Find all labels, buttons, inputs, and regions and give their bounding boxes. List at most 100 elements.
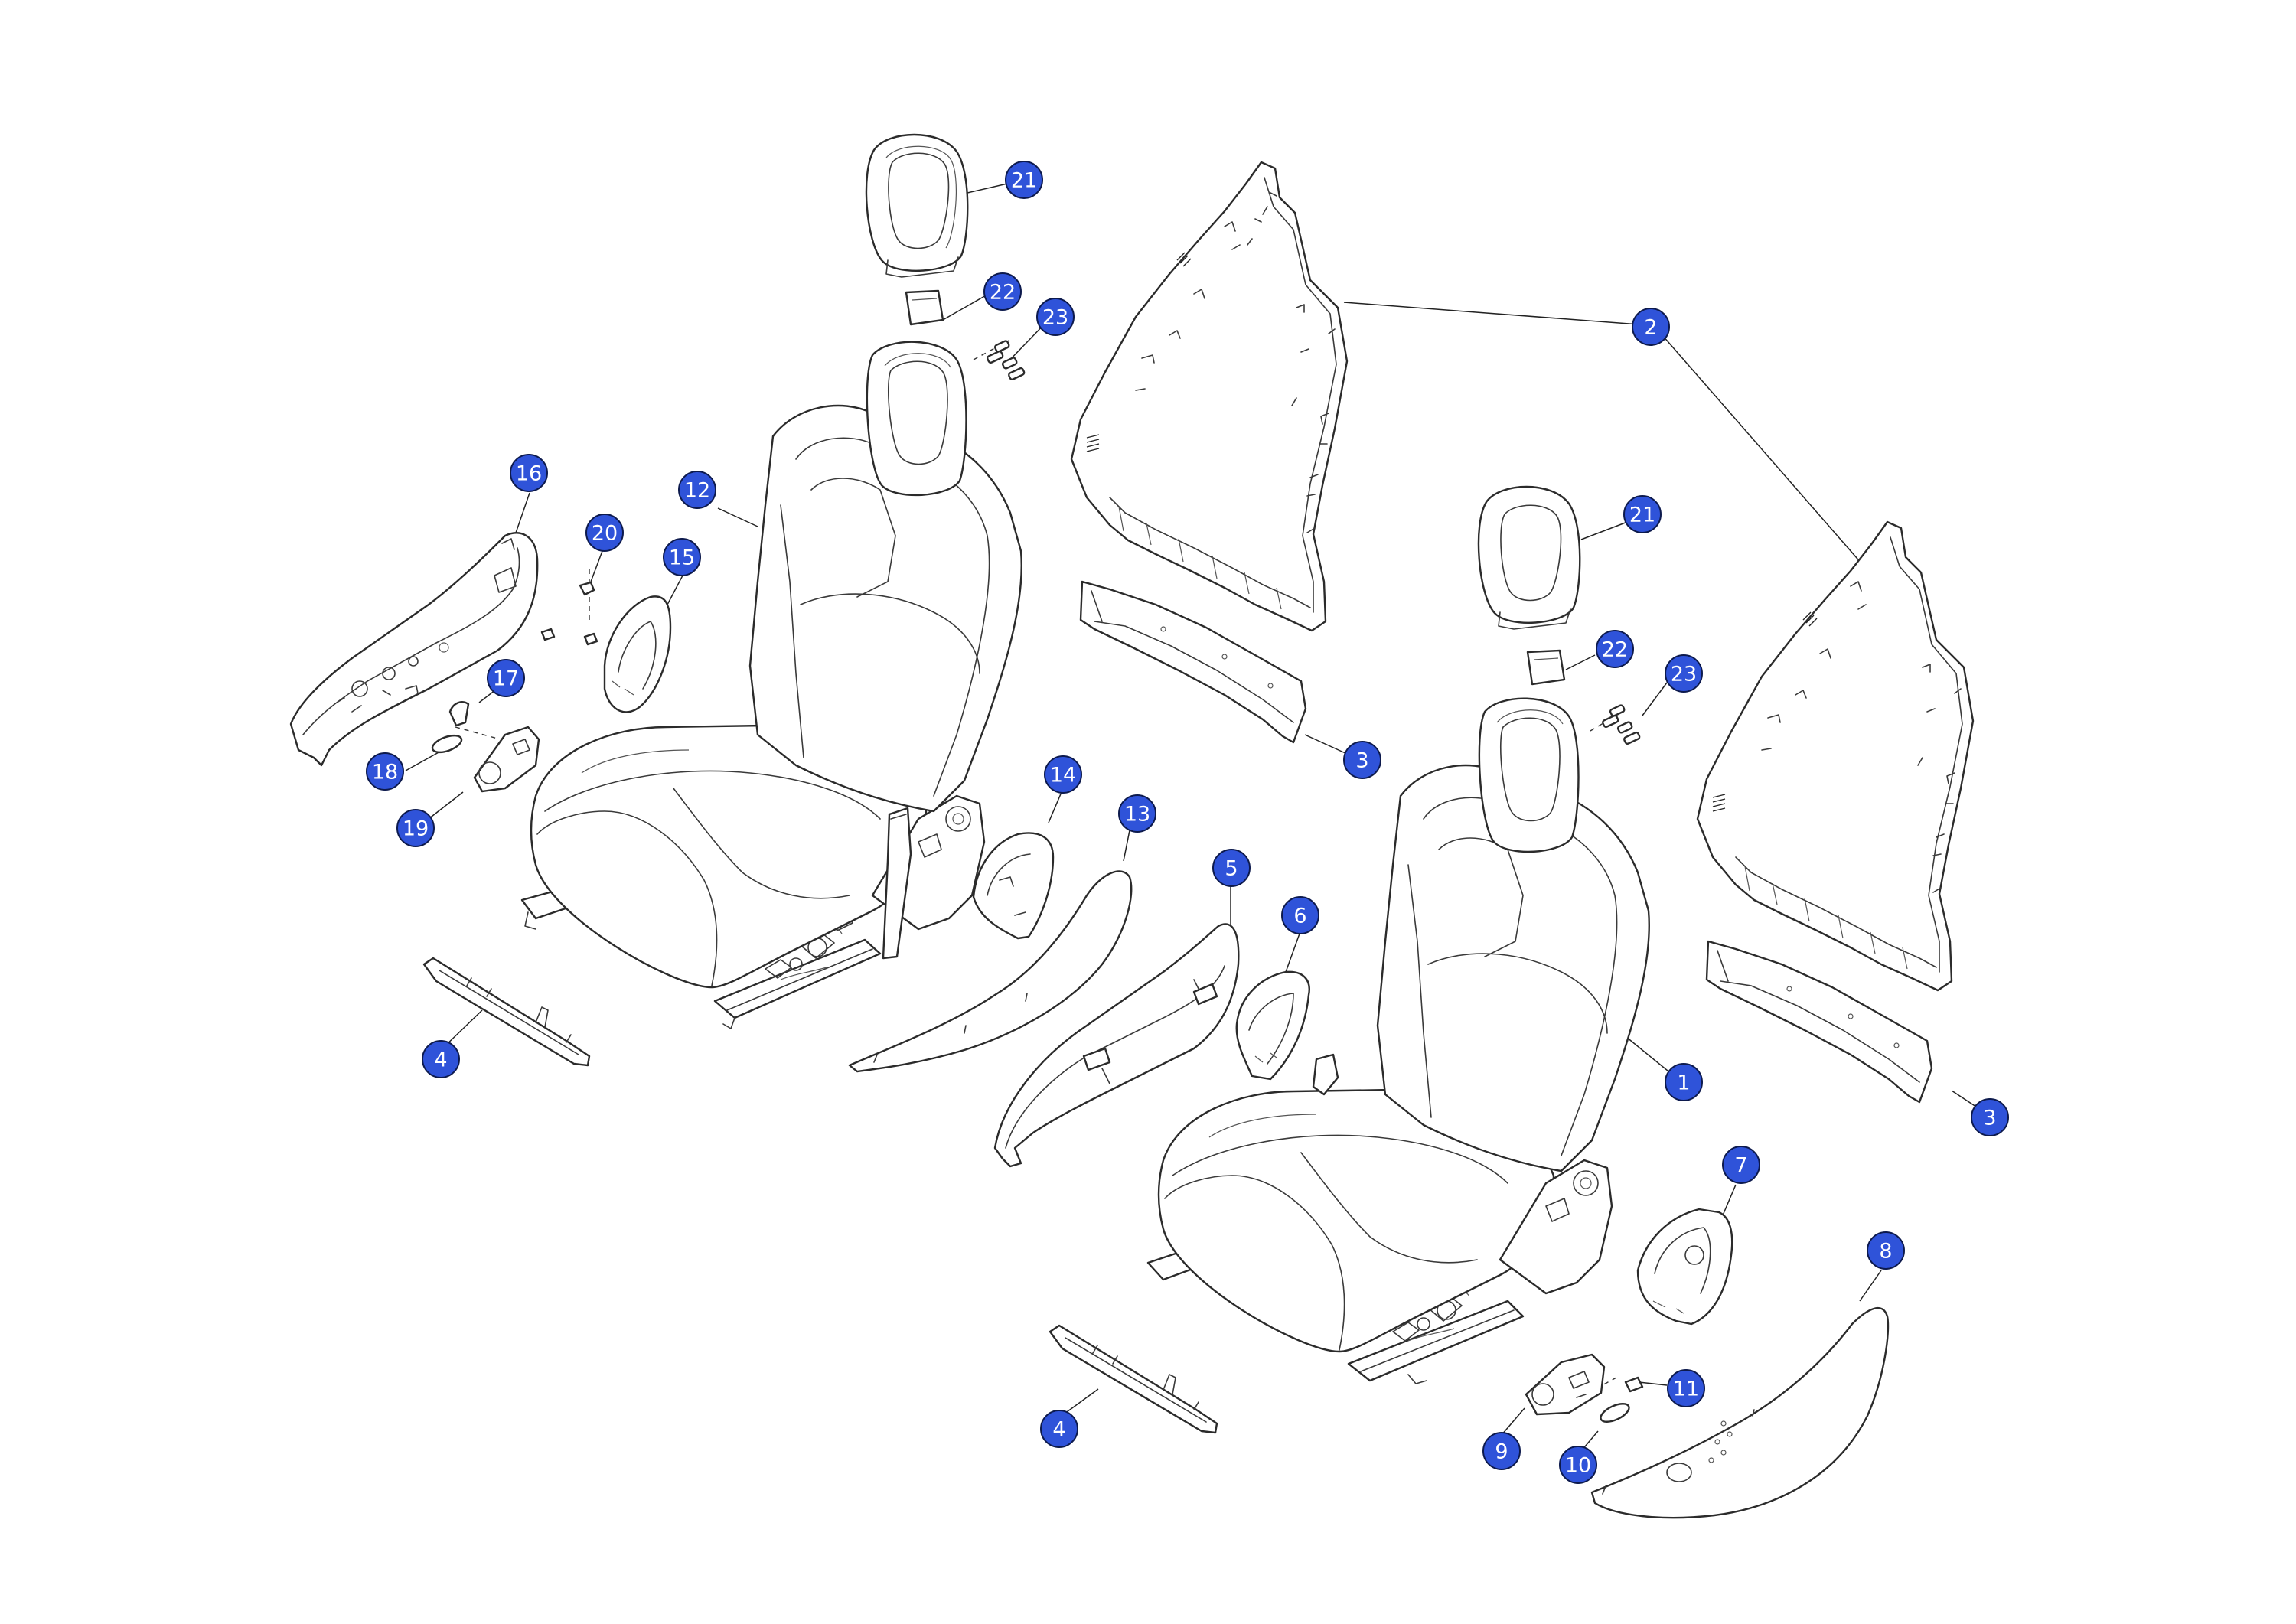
callout-circle [396,809,435,847]
knob-part-10 [1600,1403,1630,1423]
callout-3: 3 [1343,741,1381,779]
callout-22: 22 [1596,630,1634,668]
callout-1: 1 [1665,1063,1703,1101]
callout-label: 20 [592,522,618,546]
trim-bar-part-4-left [422,957,591,1067]
callout-label: 13 [1124,803,1150,827]
trim-strip-part-3-lower [1705,940,1933,1104]
callout-circle [678,471,716,509]
lever-part-11 [1624,1376,1644,1393]
callout-label: 11 [1673,1378,1699,1401]
back-panel-part-2-upper [1070,161,1349,632]
outer-panel-part-8 [1590,1307,1890,1519]
callout-22: 22 [983,272,1022,311]
callout-label: 8 [1879,1240,1892,1264]
callout-circle [1623,495,1662,533]
callout-circle [1005,161,1043,199]
inner-shield-part-15 [603,595,672,713]
seat-cover-part-5 [993,923,1240,1168]
bezel-part-22-lower [1526,649,1566,686]
callout-circle [1665,1063,1703,1101]
callout-19: 19 [396,809,435,847]
callout-3: 3 [1971,1098,2009,1136]
seat-assembly-part-1 [1146,697,1650,1384]
callout-23: 23 [1036,298,1075,336]
switch-module-part-9 [1525,1353,1606,1416]
callout-circle [1281,896,1319,934]
callout-circle [585,514,624,552]
callout-9: 9 [1482,1432,1521,1470]
callout-circle [1632,308,1670,346]
trim-bar-part-4-right [1049,1324,1218,1434]
callout-label: 3 [1355,749,1368,773]
knob-part-18 [431,734,463,754]
lever-part-17 [448,701,470,727]
callout-15: 15 [663,538,701,576]
callout-circle [1036,298,1075,336]
bezel-part-22-upper [905,289,944,326]
inner-shield-part-6 [1235,970,1310,1081]
back-panel-part-2-lower [1696,520,1975,992]
callout-4: 4 [1040,1410,1078,1448]
callout-16: 16 [510,454,548,492]
callout-11: 11 [1667,1369,1705,1407]
callout-circle [1040,1410,1078,1448]
side-cushion-part-14 [972,832,1055,940]
callout-circle [422,1040,460,1078]
callout-10: 10 [1559,1446,1597,1484]
callout-circle [1665,654,1703,693]
callout-label: 18 [372,761,398,784]
callout-label: 14 [1050,764,1076,788]
callout-circle [1559,1446,1597,1484]
recline-cover-part-16 [289,532,539,767]
callout-circle [663,538,701,576]
callout-13: 13 [1118,794,1156,833]
callout-circle [1482,1432,1521,1470]
callout-label: 15 [669,546,695,570]
callout-18: 18 [366,752,404,791]
callout-circle [1343,741,1381,779]
leader-lines [405,179,1981,1457]
callout-label: 22 [990,281,1016,305]
callout-21: 21 [1005,161,1043,199]
callout-circle [1596,630,1634,668]
callout-4: 4 [422,1040,460,1078]
callout-circle [510,454,548,492]
callout-circle [1118,794,1156,833]
headrest-part-21-lower [1477,485,1581,630]
clips-part-20 [540,581,598,646]
callout-label: 12 [684,479,710,503]
callout-label: 7 [1734,1154,1747,1178]
callout-12: 12 [678,471,716,509]
trim-strip-part-3-upper [1079,580,1307,744]
callout-circle [983,272,1022,311]
callout-label: 9 [1495,1440,1508,1464]
callout-circle [487,659,525,697]
callout-label: 4 [434,1048,447,1072]
seat-assembly-part-12 [520,341,1022,1029]
callout-circle [366,752,404,791]
side-panel-part-13 [848,870,1133,1073]
guide-pins-part-23-upper [987,340,1026,380]
callout-23: 23 [1665,654,1703,693]
callout-circle [1667,1369,1705,1407]
callout-circle [1867,1231,1905,1270]
callout-14: 14 [1044,755,1082,794]
callout-label: 22 [1602,638,1628,662]
callout-7: 7 [1722,1146,1760,1184]
callout-circle [1212,849,1251,887]
guide-pins-part-23-lower [1602,704,1641,745]
callout-5: 5 [1212,849,1251,887]
side-cover-part-7 [1636,1208,1733,1326]
callout-label: 4 [1052,1418,1065,1442]
callout-label: 21 [1011,169,1037,193]
callout-label: 17 [493,667,519,691]
callout-circle [1722,1146,1760,1184]
callout-label: 19 [403,817,429,841]
switch-module-part-19 [473,726,540,793]
callout-6: 6 [1281,896,1319,934]
callout-20: 20 [585,514,624,552]
